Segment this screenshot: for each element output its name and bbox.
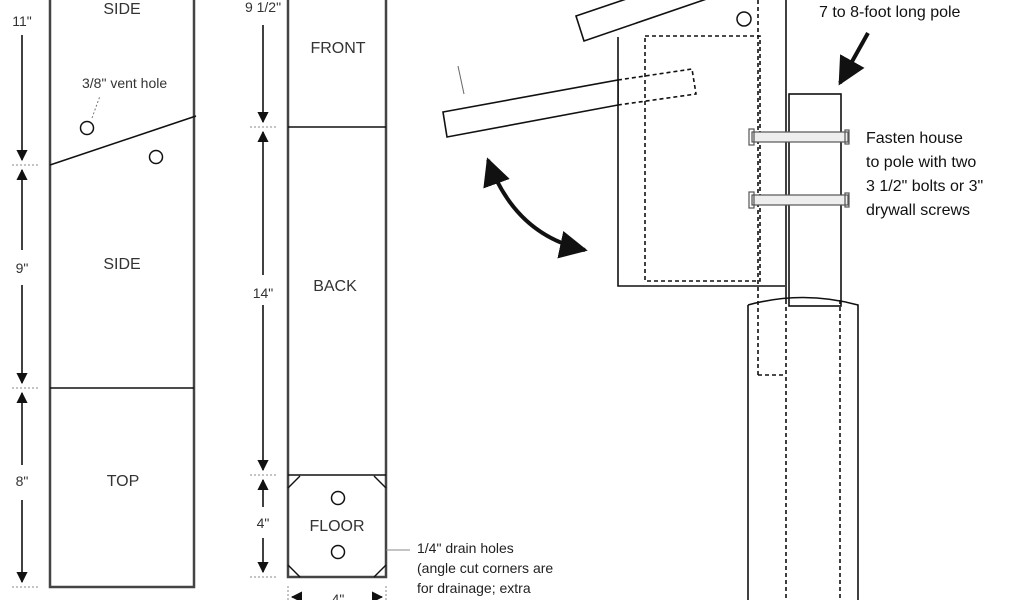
left-board: SIDE SIDE TOP 3/8" vent hole 11" 9" 8" [12, 0, 197, 589]
drain-note-line: 1/4" drain holes [417, 540, 514, 556]
mounting-view [442, 0, 870, 600]
pole-note: 7 to 8-foot long pole [819, 4, 961, 21]
dimension-label: 4" [332, 591, 345, 600]
drain-note-line: for drainage; extra [417, 580, 531, 596]
fasten-note-line: 3 1/2" bolts or 3" [866, 178, 983, 195]
vent-hole-note: 3/8" vent hole [82, 75, 167, 91]
piece-label: FLOOR [309, 518, 364, 535]
middle-board: FRONT BACK FLOOR 9 1/2" 14" 4" 4" 1/4" d… [245, 0, 553, 600]
drain-note-line: (angle cut corners are [417, 560, 553, 576]
fasten-note-line: to pole with two [866, 154, 976, 171]
dimension-label: 9" [16, 260, 29, 276]
vent-hole [148, 149, 164, 165]
dimension-label: 11" [12, 13, 32, 29]
piece-label: FRONT [310, 40, 365, 57]
drain-hole [330, 490, 346, 506]
dimension-label: 4" [257, 515, 270, 531]
dimension-label: 14" [253, 285, 274, 301]
piece-label: SIDE [103, 256, 140, 273]
fasten-note-line: drywall screws [866, 202, 970, 219]
drain-hole [330, 544, 346, 560]
piece-label: TOP [107, 473, 140, 490]
piece-label: SIDE [103, 1, 140, 18]
vent-hole [79, 120, 95, 136]
dimension-label: 9 1/2" [245, 0, 281, 15]
piece-label: BACK [313, 278, 357, 295]
bolt [748, 128, 850, 146]
bolt [748, 191, 850, 209]
dimension-label: 8" [16, 473, 29, 489]
fasten-note-line: Fasten house [866, 130, 963, 147]
